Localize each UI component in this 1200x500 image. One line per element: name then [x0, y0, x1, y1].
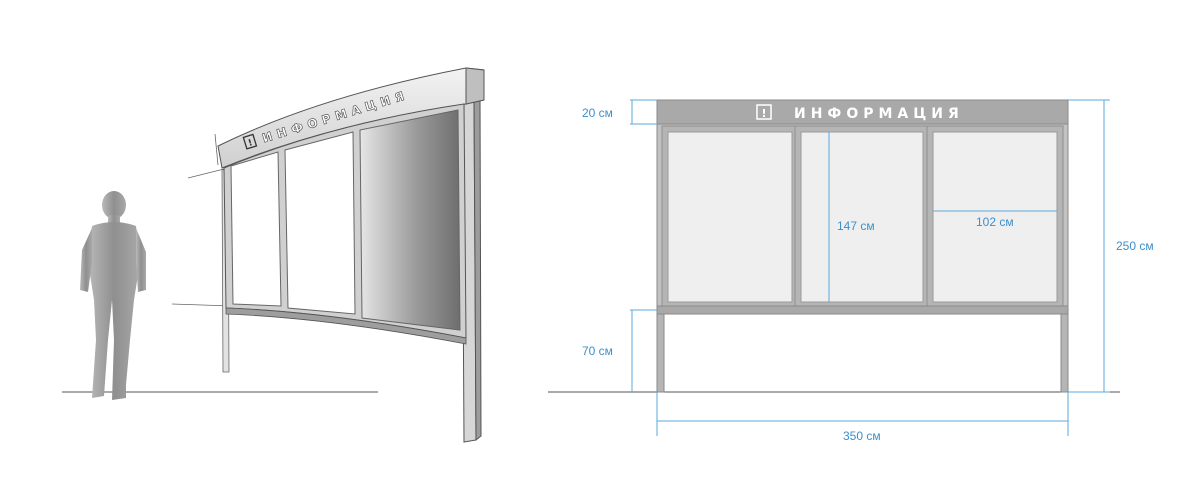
dim-leg-height: 70 см	[582, 344, 613, 358]
panel-3	[932, 131, 1058, 303]
guide-line	[171, 303, 233, 307]
exclamation-box-icon	[756, 104, 772, 120]
icon-glyph: !	[247, 138, 254, 149]
panel-right-glass	[359, 109, 461, 331]
panel-left	[230, 151, 282, 307]
dim-header-height: 20 см	[582, 106, 613, 120]
exclamation-box-icon	[242, 133, 258, 150]
guide-line	[214, 133, 219, 166]
panel-middle	[284, 131, 356, 315]
panel-2	[800, 131, 924, 303]
header-bar	[656, 99, 1069, 125]
person-silhouette	[80, 191, 146, 400]
leg-right	[1060, 313, 1069, 393]
dim-panel-height: 147 см	[837, 219, 875, 233]
dim-total-height: 250 см	[1116, 239, 1154, 253]
guide-line	[187, 167, 229, 179]
bottom-rail	[656, 305, 1069, 315]
dim-panel-width: 102 см	[976, 215, 1014, 229]
dim-total-width: 350 см	[843, 429, 881, 443]
perspective-view: ! ИНФОРМАЦИЯ	[62, 67, 485, 443]
icon-glyph: !	[761, 107, 766, 120]
front-elevation: ! ИНФОРМАЦИЯ	[548, 99, 1154, 443]
dimension-lines	[630, 99, 1110, 436]
leg-left	[656, 313, 665, 393]
stand-3d	[217, 67, 485, 443]
panel-1	[667, 131, 793, 303]
sign-title-front: ИНФОРМАЦИЯ	[794, 106, 964, 122]
